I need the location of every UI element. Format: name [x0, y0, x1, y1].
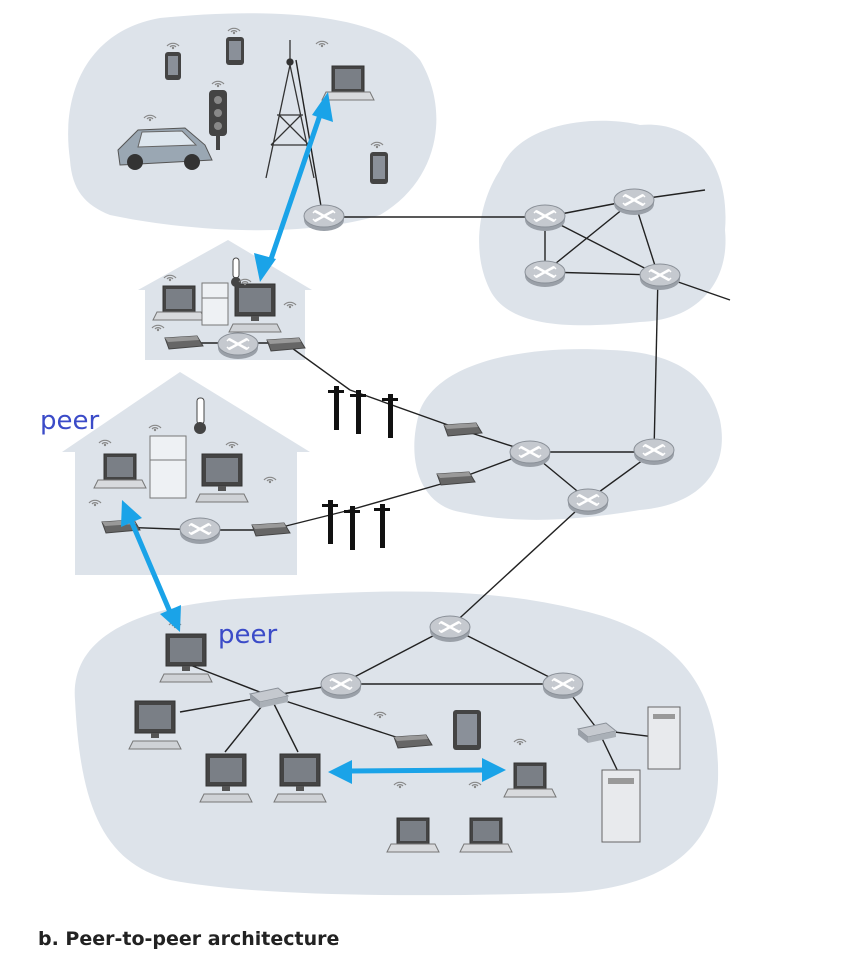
- utility-pole-icon: [322, 386, 398, 550]
- peer-connection-arrows: [121, 92, 506, 784]
- fridge-icon: [149, 282, 229, 499]
- car-icon: [117, 127, 213, 170]
- mobile-network-cloud: [68, 13, 437, 231]
- figure-caption: b. Peer-to-peer architecture: [38, 928, 340, 950]
- isp-cloud-middle-right: [414, 349, 722, 520]
- isp-cloud-top-right: [479, 120, 726, 326]
- thermometer-icon: [194, 257, 241, 434]
- traffic-light-icon: [209, 90, 227, 150]
- server-icon: [601, 706, 681, 843]
- peer-label: peer: [40, 406, 100, 436]
- phone-icon: [165, 37, 388, 184]
- peer-label: peer: [218, 620, 278, 650]
- tablet-icon: [453, 710, 481, 750]
- cell-tower-icon: [265, 40, 315, 179]
